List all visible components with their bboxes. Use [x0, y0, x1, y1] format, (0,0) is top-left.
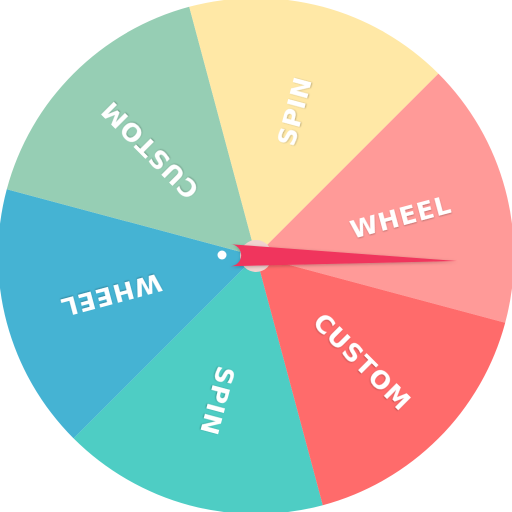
pointer-pivot-dot: [217, 250, 227, 260]
wheel-segment-6[interactable]: [256, 256, 506, 506]
wheel-segment-1[interactable]: [73, 256, 323, 512]
pointer: [217, 240, 457, 272]
wheel-segment-2[interactable]: [0, 189, 256, 439]
wheel-segment-4[interactable]: [189, 0, 439, 256]
wheel-segment-3[interactable]: [6, 6, 257, 257]
pointer-needle-icon: [229, 244, 457, 267]
